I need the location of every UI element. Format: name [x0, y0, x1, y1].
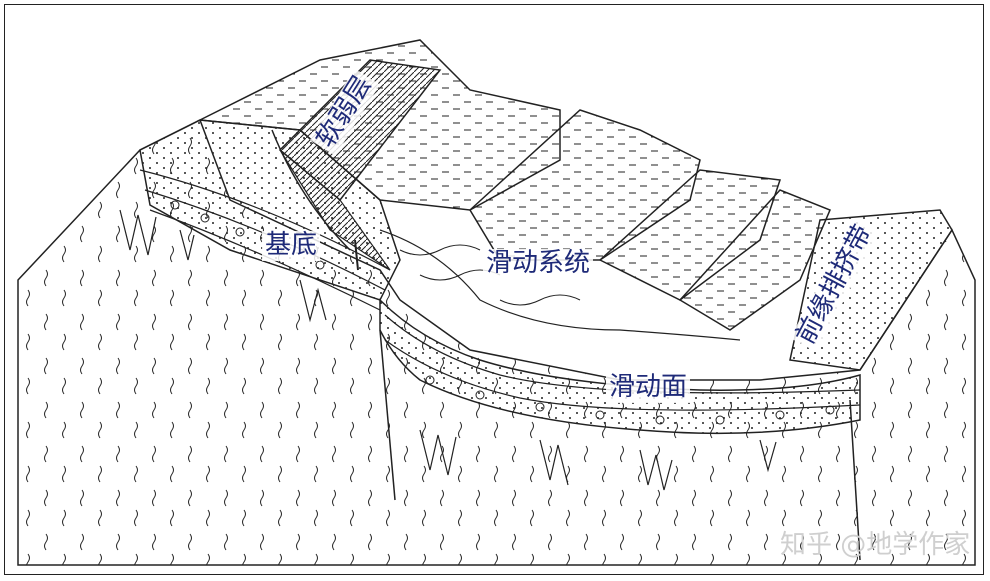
label-slip-surface: 滑动面 [606, 372, 691, 403]
leader-line [354, 239, 359, 271]
leader-line [271, 129, 351, 251]
watermark: 知乎 @地学作家 [780, 530, 971, 560]
label-basement: 基底 [262, 230, 321, 261]
slide-system-blocks [379, 109, 831, 341]
slip-surface-band [379, 298, 861, 491]
label-slide-system: 滑动系统 [483, 248, 594, 279]
weak-layer-band [278, 59, 442, 271]
